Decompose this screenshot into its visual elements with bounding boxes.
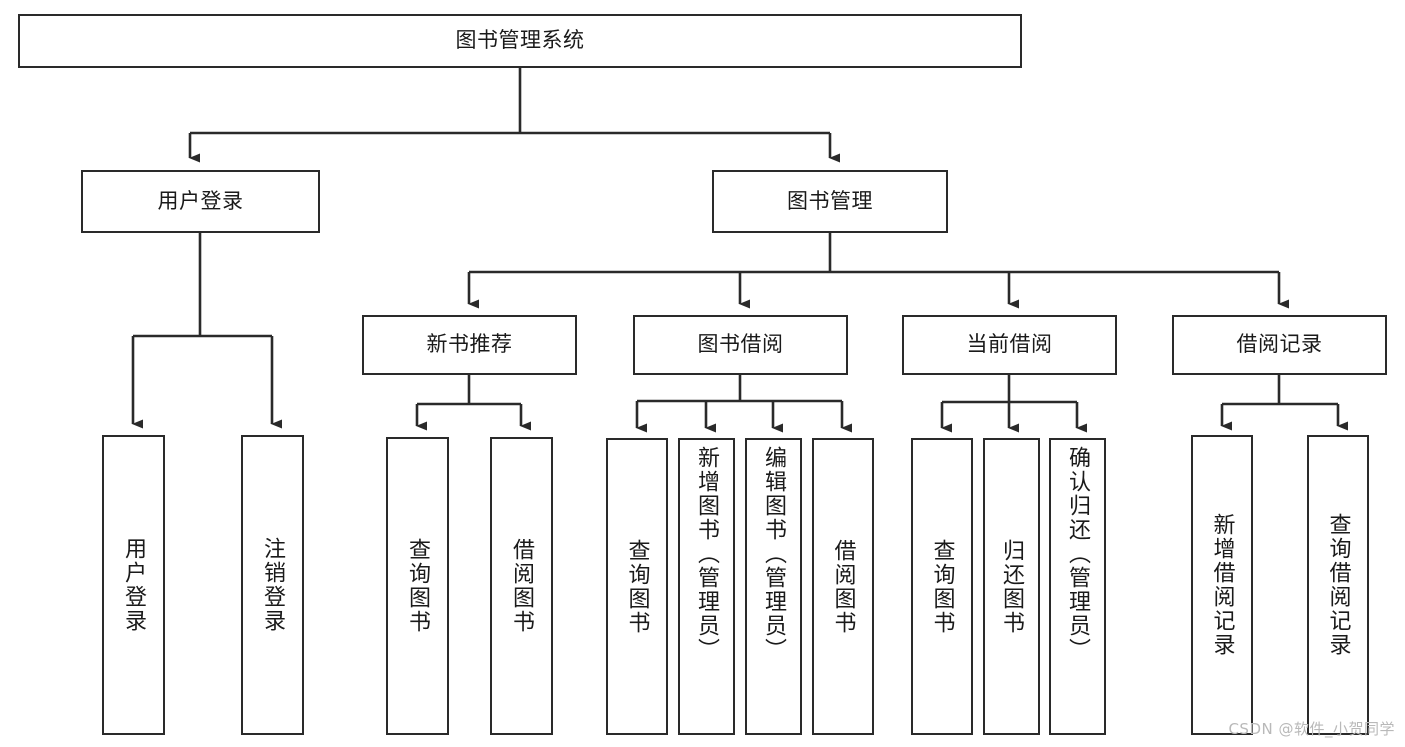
leaf-new-book-query-book[interactable]: 查询图书 xyxy=(386,437,449,735)
node-label: 图书借阅 xyxy=(697,332,784,357)
leaf-borrow-add-book-admin[interactable]: 新增图书（管理员） xyxy=(678,438,735,735)
node-label: 确认归还（管理员） xyxy=(1065,446,1091,662)
node-label: 归还图书 xyxy=(999,538,1025,635)
leaf-record-add-borrow-record[interactable]: 新增借阅记录 xyxy=(1191,435,1253,735)
node-book-borrow[interactable]: 图书借阅 xyxy=(633,315,848,375)
node-label: 查询图书 xyxy=(929,538,955,635)
leaf-current-return-book[interactable]: 归还图书 xyxy=(983,438,1040,735)
node-current-borrow[interactable]: 当前借阅 xyxy=(902,315,1117,375)
node-borrow-record[interactable]: 借阅记录 xyxy=(1172,315,1387,375)
node-label: 当前借阅 xyxy=(966,332,1053,357)
node-label: 新书推荐 xyxy=(426,332,513,357)
leaf-new-book-borrow-book[interactable]: 借阅图书 xyxy=(490,437,553,735)
watermark-text: CSDN @软件_小贺同学 xyxy=(1228,720,1395,738)
node-label: 新增图书（管理员） xyxy=(694,446,720,662)
leaf-current-query-book[interactable]: 查询图书 xyxy=(911,438,973,735)
leaf-borrow-edit-book-admin[interactable]: 编辑图书（管理员） xyxy=(745,438,802,735)
leaf-record-query-borrow-record[interactable]: 查询借阅记录 xyxy=(1307,435,1369,735)
node-label: 查询借阅记录 xyxy=(1325,513,1351,657)
node-label: 查询图书 xyxy=(624,538,650,635)
node-label: 借阅记录 xyxy=(1236,332,1323,357)
node-label: 用户登录 xyxy=(121,537,147,633)
node-label: 借阅图书 xyxy=(830,538,856,635)
leaf-user-login-login[interactable]: 用户登录 xyxy=(102,435,165,735)
node-new-book-recommend[interactable]: 新书推荐 xyxy=(362,315,577,375)
node-label: 新增借阅记录 xyxy=(1209,513,1235,657)
leaf-borrow-query-book[interactable]: 查询图书 xyxy=(606,438,668,735)
node-label: 图书管理系统 xyxy=(455,28,585,53)
node-user-login[interactable]: 用户登录 xyxy=(81,170,320,233)
node-label: 图书管理 xyxy=(787,188,873,213)
node-root-book-management-system[interactable]: 图书管理系统 xyxy=(18,14,1022,68)
node-label: 查询图书 xyxy=(405,538,431,634)
node-label: 借阅图书 xyxy=(509,538,535,634)
leaf-current-confirm-return-admin[interactable]: 确认归还（管理员） xyxy=(1049,438,1106,735)
leaf-user-login-logout[interactable]: 注销登录 xyxy=(241,435,304,735)
node-label: 注销登录 xyxy=(260,537,286,633)
node-label: 编辑图书（管理员） xyxy=(761,446,787,662)
node-label: 用户登录 xyxy=(157,188,244,213)
node-book-management[interactable]: 图书管理 xyxy=(712,170,948,233)
leaf-borrow-borrow-book[interactable]: 借阅图书 xyxy=(812,438,874,735)
